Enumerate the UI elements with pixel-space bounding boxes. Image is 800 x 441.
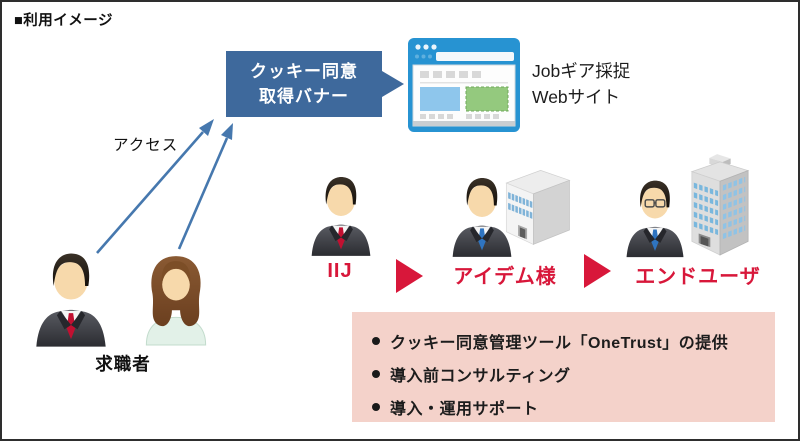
aidem-person-icon bbox=[452, 178, 512, 257]
access-label: アクセス bbox=[113, 137, 179, 154]
browser-window-icon bbox=[408, 38, 520, 132]
flow-arrow-icon bbox=[584, 254, 611, 288]
website-caption: Jobギア採捉 Webサイト bbox=[532, 58, 630, 111]
bullet-icon bbox=[372, 403, 380, 411]
service-item: 導入前コンサルティング bbox=[372, 362, 761, 386]
website-line2: Webサイト bbox=[532, 87, 621, 108]
website-line1: Jobギア採捉 bbox=[532, 61, 631, 81]
service-item: 導入・運用サポート bbox=[372, 395, 761, 419]
flow-label-enduser: エンドユーザ bbox=[635, 266, 761, 288]
job-seeker-female-icon bbox=[145, 256, 207, 346]
iij-person-icon bbox=[311, 177, 371, 256]
job-seeker-male-icon bbox=[36, 253, 106, 347]
enduser-building-icon bbox=[690, 154, 750, 256]
flow-label-aidem: アイデム様 bbox=[453, 266, 557, 288]
banner-callout: クッキー同意 取得バナー bbox=[226, 51, 404, 117]
aidem-building-icon bbox=[505, 170, 571, 245]
banner-line2: 取得バナー bbox=[259, 87, 349, 106]
enduser-person-icon bbox=[626, 180, 684, 258]
flow-label-iij: IIJ bbox=[327, 260, 353, 282]
service-item-text: 導入・運用サポート bbox=[390, 401, 539, 418]
service-item-text: 導入前コンサルティング bbox=[390, 368, 571, 385]
page-title: ■利用イメージ bbox=[14, 13, 113, 29]
service-item: クッキー同意管理ツール「OneTrust」の提供 bbox=[372, 329, 761, 353]
services-box: クッキー同意管理ツール「OneTrust」の提供 導入前コンサルティング 導入・… bbox=[352, 312, 775, 422]
service-item-text: クッキー同意管理ツール「OneTrust」の提供 bbox=[390, 335, 729, 352]
bullet-icon bbox=[372, 370, 380, 378]
job-seeker-label: 求職者 bbox=[95, 354, 151, 374]
flow-arrow-icon bbox=[396, 259, 423, 293]
glasses-icon bbox=[644, 199, 666, 208]
bullet-icon bbox=[372, 337, 380, 345]
banner-line1: クッキー同意 bbox=[250, 61, 358, 81]
services-list: クッキー同意管理ツール「OneTrust」の提供 導入前コンサルティング 導入・… bbox=[372, 329, 761, 419]
